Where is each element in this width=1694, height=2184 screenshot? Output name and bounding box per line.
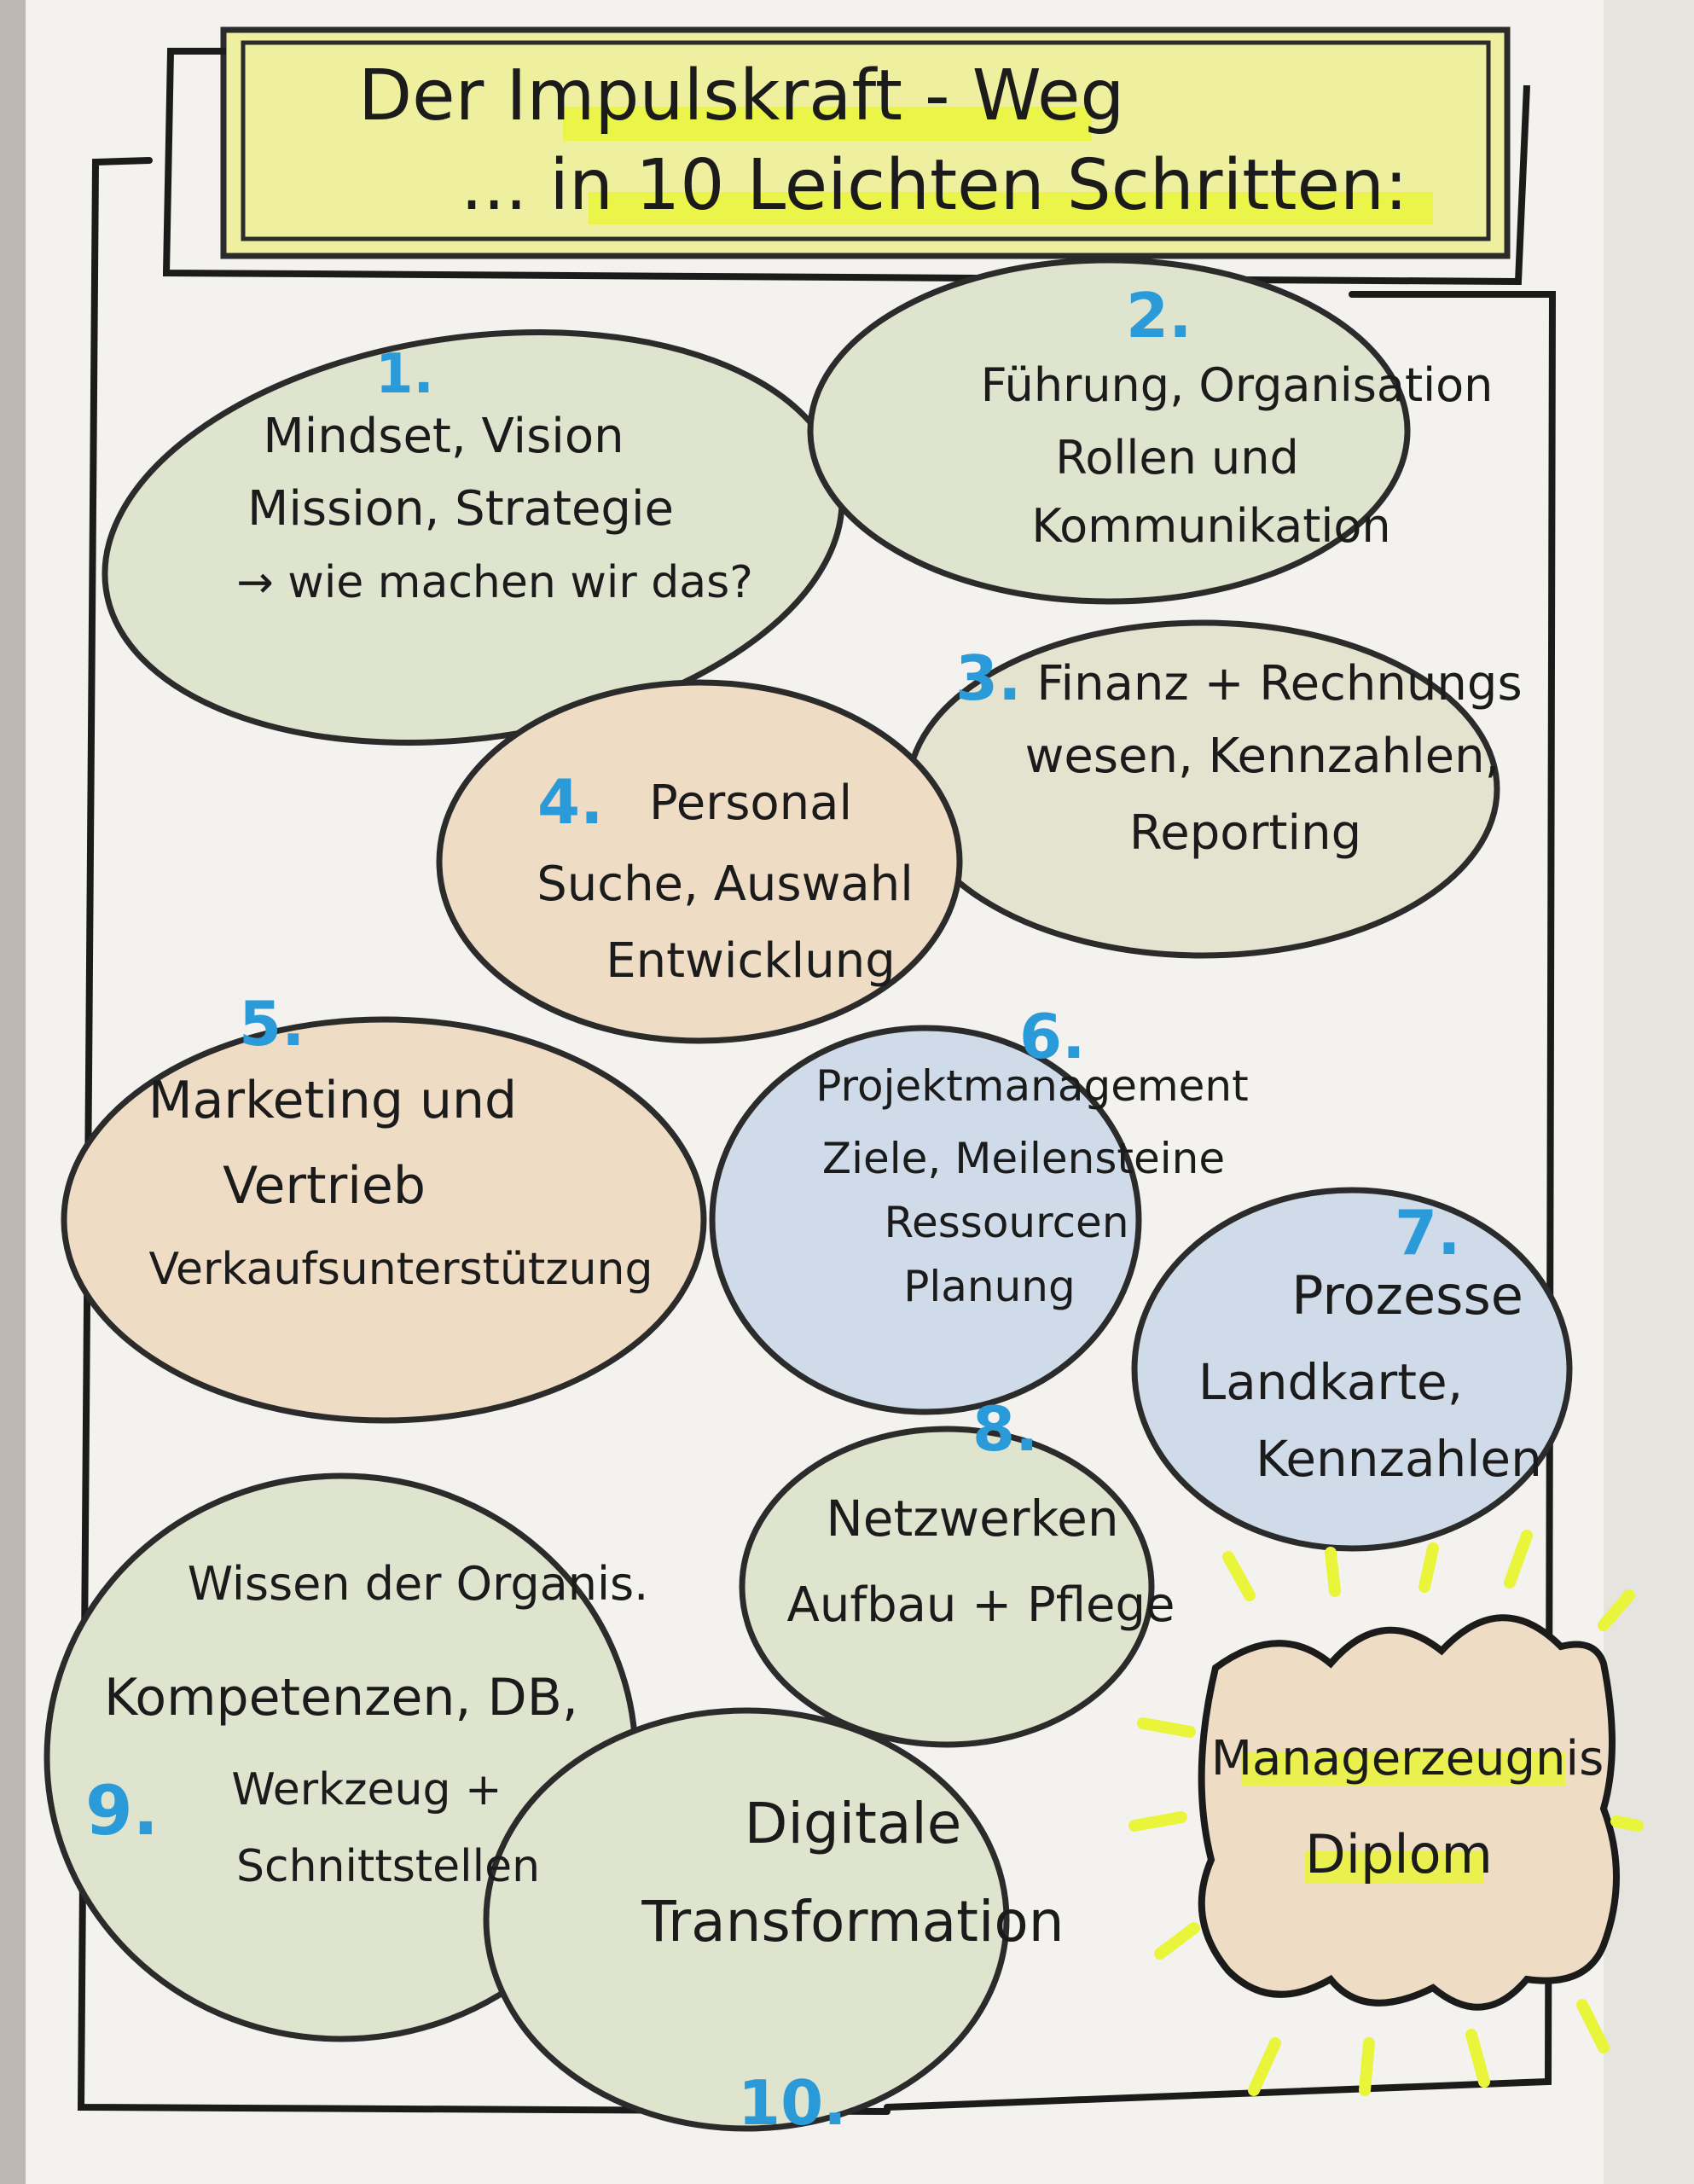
step-8-line1: Netzwerken [826,1490,1118,1548]
award-line2-highlight [1305,1851,1484,1884]
step-6-line3: Ressourcen [884,1198,1128,1247]
step-6-line2: Ziele, Meilensteine [822,1134,1225,1183]
title-line1: Der Impulskraft - Weg [358,55,1124,136]
step-6-line4: Planung [903,1262,1076,1311]
step-2-number: 2. [1126,280,1192,351]
step-4-blob [436,679,963,1044]
title-line1-highlight [563,107,1092,141]
step-3-line2: wesen, Kennzahlen, [1025,729,1500,784]
step-2-line2: Rollen und [1055,431,1298,485]
step-2-blob [807,257,1411,605]
step-7-number: 7. [1395,1197,1460,1269]
step-3-number: 3. [955,642,1021,714]
step-6-blob [709,1025,1142,1415]
step-10-line1: Digitale [745,1791,962,1856]
step-9-line4: Schnittstellen [236,1841,540,1892]
title-box: Der Impulskraft - Weg ... in 10 Leichten… [162,26,1530,286]
step-8-number: 8. [972,1393,1038,1465]
title-inner-border [241,40,1491,241]
step-10-blob [483,1707,1010,2132]
step-3-line1: Finanz + Rechnungs [1036,656,1522,712]
step-6-line1: Projektmanagement [815,1061,1248,1111]
step-1-line3: → wie machen wir das? [236,557,753,608]
starburst-icon: Managerzeugnis Diplom [1128,1530,1644,2096]
award-line1: Managerzeugnis [1211,1731,1604,1786]
step-1-line1: Mindset, Vision [263,409,624,464]
step-9-line1: Wissen der Organis. [188,1557,649,1611]
step-9-line3: Werkzeug + [231,1764,502,1815]
step-8-blob [739,1426,1155,1748]
step-7-line3: Kennzahlen [1256,1430,1542,1488]
title-line2: ... in 10 Leichten Schritten: [461,145,1408,226]
title-line2-highlight [589,192,1433,224]
step-2-line3: Kommunikation [1031,499,1390,553]
step-5-number: 5. [239,988,305,1060]
title-bracket [162,48,1530,286]
step-5-line1: Marketing und [148,1071,517,1130]
award-line1-highlight [1241,1751,1565,1786]
step-9-line2: Kompetenzen, DB, [104,1668,578,1728]
step-5-line2: Vertrieb [223,1156,426,1216]
step-4-line3: Entwicklung [606,933,896,989]
award-line2: Diplom [1305,1823,1493,1885]
step-2-line1: Führung, Organisation [981,358,1494,412]
step-4-line2: Suche, Auswahl [537,857,914,912]
step-4-line1: Personal [649,775,852,831]
step-10-line2: Transformation [641,1889,1064,1955]
step-5-blob [61,1016,707,1424]
step-8-line2: Aufbau + Pflege [787,1577,1175,1633]
step-7-blob [1131,1187,1573,1552]
step-6-number: 6. [1019,1001,1085,1072]
step-3-line3: Reporting [1129,805,1361,861]
step-7-line2: Landkarte, [1198,1353,1463,1411]
step-1-number: 1. [375,343,434,406]
step-9-number: 9. [85,1771,159,1850]
step-4-number: 4. [537,766,603,838]
bracket-frame [77,157,1557,2115]
step-5-line3: Verkaufsunterstützung [148,1244,653,1295]
step-1-line2: Mission, Strategie [247,481,674,537]
step-10-number: 10. [738,2067,847,2139]
step-7-line1: Prozesse [1291,1264,1523,1327]
